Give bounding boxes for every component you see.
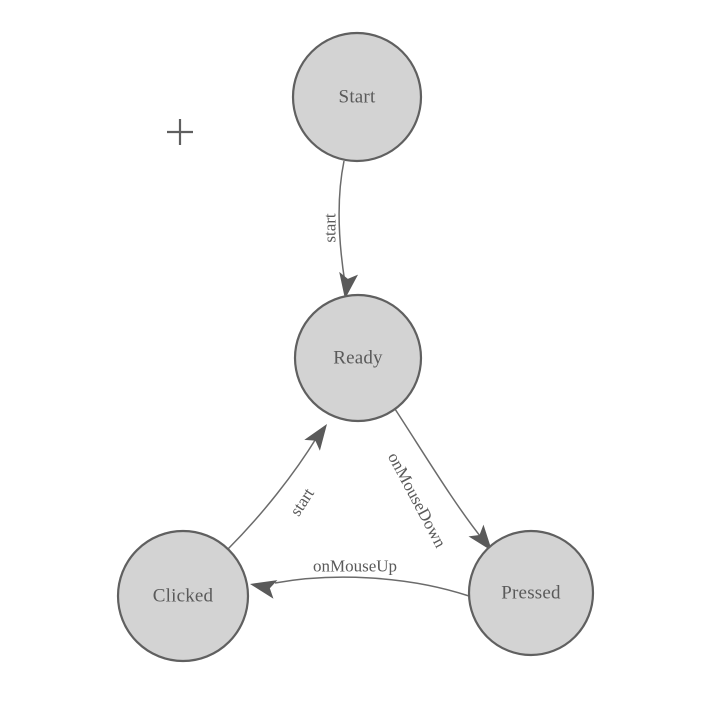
state-node-ready-label: Ready: [333, 348, 383, 369]
state-node-start-label: Start: [339, 87, 376, 108]
edge-label-ready-to-pressed: onMouseDown: [384, 449, 450, 551]
arrow-into-ready-from-start-icon: [339, 271, 359, 299]
state-node-clicked[interactable]: Clicked: [116, 529, 250, 663]
edge-start-to-ready: [338, 160, 346, 284]
crosshair-icon: [167, 119, 193, 145]
state-node-start[interactable]: Start: [291, 31, 423, 163]
arrow-into-pressed-icon: [468, 524, 492, 551]
edge-pressed-to-clicked: [274, 576, 470, 597]
state-node-clicked-circle[interactable]: [116, 529, 250, 663]
arrowheads-layer: [250, 271, 492, 599]
state-node-ready-circle[interactable]: [293, 293, 423, 423]
edge-label-clicked-to-ready: start: [286, 484, 318, 519]
edges-layer: [227, 160, 485, 597]
edge-clicked-to-ready: [227, 436, 318, 550]
state-node-pressed-label: Pressed: [501, 583, 561, 604]
state-node-ready[interactable]: Ready: [293, 293, 423, 423]
edge-ready-to-pressed: [394, 408, 485, 542]
state-node-pressed[interactable]: Pressed: [467, 529, 595, 657]
arrow-into-clicked-icon: [250, 580, 278, 599]
arrow-into-ready-from-clicked-icon: [304, 424, 327, 451]
edge-label-start-to-ready: start: [321, 213, 340, 243]
state-node-start-circle[interactable]: [291, 31, 423, 163]
edge-label-pressed-to-clicked: onMouseUp: [313, 557, 397, 576]
state-node-pressed-circle[interactable]: [467, 529, 595, 657]
state-node-clicked-label: Clicked: [153, 586, 214, 607]
